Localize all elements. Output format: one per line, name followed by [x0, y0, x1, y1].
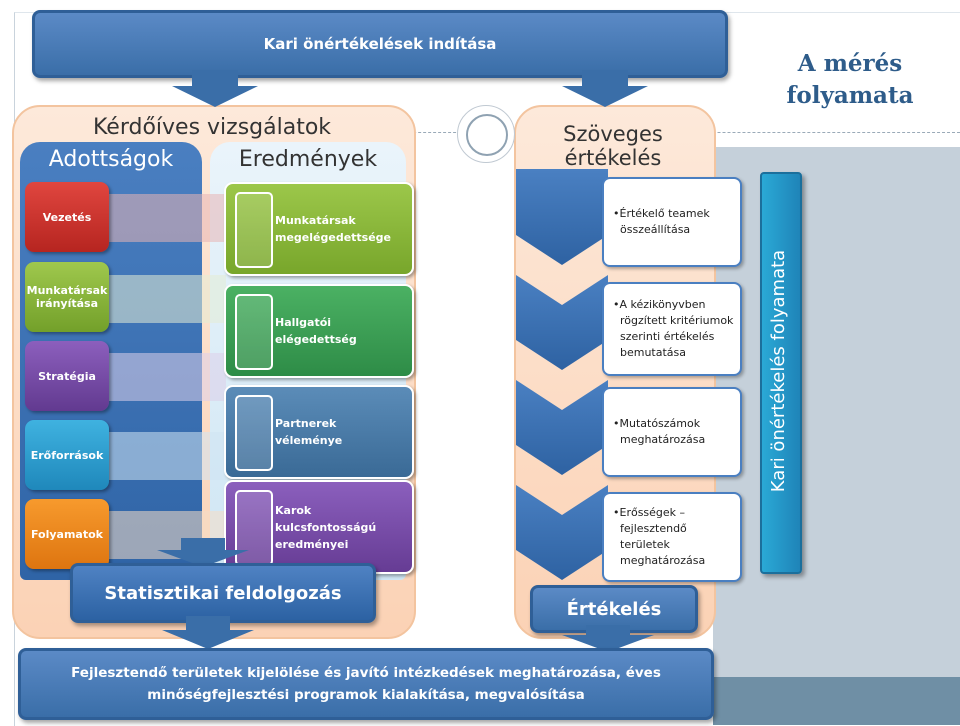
- category-people-management: Munkatársak irányítása: [25, 262, 109, 332]
- result-key-results: Karok kulcsfontosságú eredményei: [224, 480, 414, 574]
- category-strategy: Stratégia: [25, 341, 109, 411]
- result-marker-box: [235, 490, 273, 566]
- enabler-arrow-band: [108, 275, 226, 323]
- improvement-bar: Fejlesztendő területek kijelölése és jav…: [18, 648, 714, 720]
- slide-title: A mérés folyamata: [786, 50, 914, 109]
- down-arrow-icon: [157, 538, 249, 567]
- down-arrow-icon: [162, 616, 254, 649]
- result-marker-box: [235, 192, 273, 268]
- step-criteria-evaluation: •A kézikönyvben rögzített kritériumok sz…: [602, 282, 742, 376]
- text-evaluation-title: Szöveges értékelés: [563, 122, 663, 170]
- slide-side-panel-footer: [713, 677, 960, 725]
- enabler-arrow-band: [108, 194, 226, 242]
- category-leadership: Vezetés: [25, 182, 109, 252]
- start-bar: Kari önértékelések indítása: [32, 10, 728, 78]
- result-label: Karok kulcsfontosságú eredményei: [275, 503, 377, 551]
- questionnaire-title: Kérdőíves vizsgálatok: [92, 115, 332, 140]
- step-team-setup: •Értékelő teamek összeállítása: [602, 177, 742, 267]
- result-label: Munkatársak megelégedettsége: [275, 214, 392, 244]
- result-student-satisfaction: Hallgatói elégedettség: [224, 284, 414, 378]
- enabler-arrow-band: [108, 432, 226, 480]
- enablers-title: Adottságok: [48, 147, 174, 172]
- process-chevrons: [516, 169, 608, 580]
- process-vertical-bar: [760, 172, 802, 574]
- process-vertical-label: Kari önértékelés folyamata: [768, 249, 789, 493]
- slide-ornament-ring: [466, 114, 508, 156]
- step-indicators: •Mutatószámok meghatározása: [602, 387, 742, 477]
- result-marker-box: [235, 395, 273, 471]
- result-partner-opinion: Partnerek véleménye: [224, 385, 414, 479]
- results-title: Eredmények: [238, 147, 378, 172]
- step-strengths-improvements: •Erősségek – fejlesztendő területek megh…: [602, 492, 742, 582]
- category-resources: Erőforrások: [25, 420, 109, 490]
- result-label: Partnerek véleménye: [275, 417, 343, 447]
- result-staff-satisfaction: Munkatársak megelégedettsége: [224, 182, 414, 276]
- enabler-arrow-band: [108, 353, 226, 401]
- down-arrow-icon: [562, 625, 654, 652]
- result-label: Hallgatói elégedettség: [275, 316, 357, 346]
- down-arrow-icon: [172, 70, 258, 107]
- statistical-processing-bar: Statisztikai feldolgozás: [70, 563, 376, 623]
- slide-side-panel: [713, 147, 960, 677]
- result-marker-box: [235, 294, 273, 370]
- down-arrow-icon: [562, 70, 648, 107]
- category-processes: Folyamatok: [25, 499, 109, 569]
